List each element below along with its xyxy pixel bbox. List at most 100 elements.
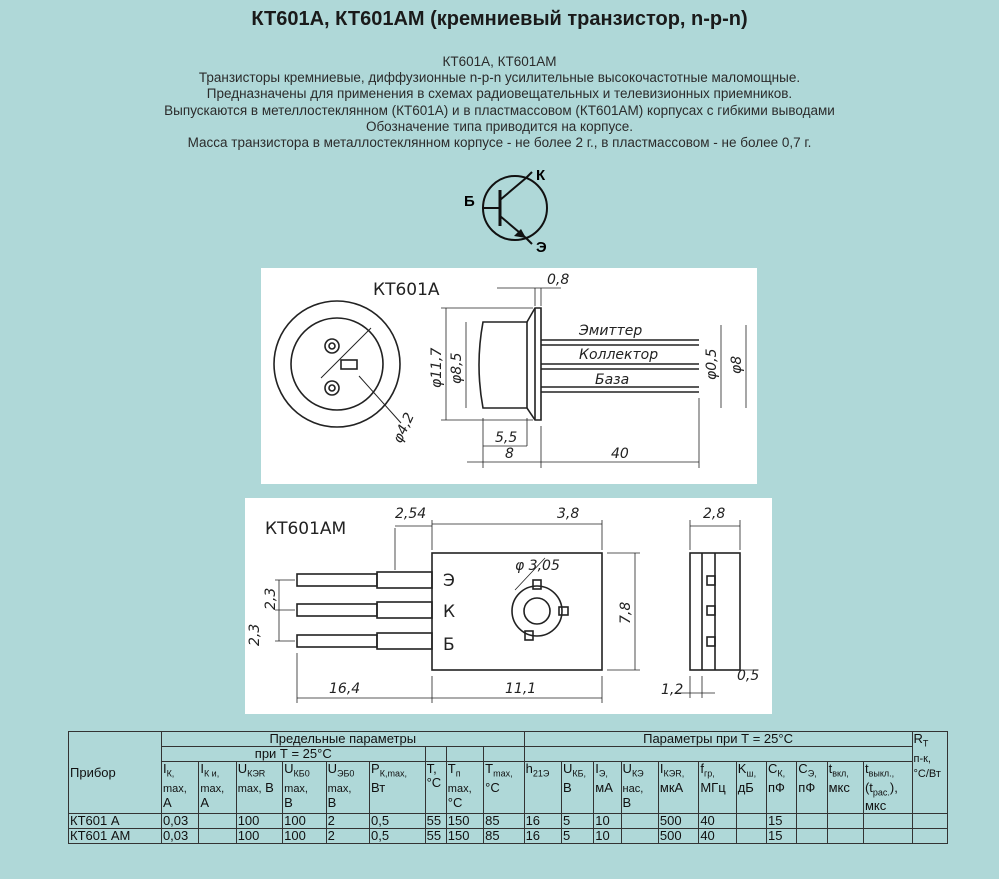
dim-l40: 40 — [611, 446, 629, 462]
description-line: Транзисторы кремниевые, диффузионные n-p… — [198, 70, 801, 86]
col-h21: h21Э — [523, 760, 562, 815]
dim-164: 16,4 — [329, 681, 360, 697]
description-line: Масса транзистора в металлостеклянном ко… — [187, 135, 812, 151]
header-rt-symbol: R — [913, 731, 923, 746]
dim-28: 2,8 — [703, 506, 725, 522]
dim-12: 1,2 — [661, 682, 683, 698]
description-line: Обозначение типа приводится на корпусе. — [365, 118, 634, 134]
dim-l8: 8 — [505, 446, 514, 462]
cell-pk: 0,5 — [369, 813, 426, 830]
dim-d85: φ8,5 — [449, 352, 465, 384]
table-row: КТ601 АМ 0,03 100 100 2 0,5 55 150 85 16… — [68, 828, 948, 845]
cell-ce — [796, 813, 828, 830]
dim-l55: 5,5 — [495, 430, 517, 446]
cell-iki — [198, 828, 237, 845]
cell-uke — [620, 828, 659, 845]
cell-tvkl — [826, 813, 864, 830]
cell-ie: 10 — [593, 813, 622, 830]
pin-label-b: Б — [443, 635, 455, 655]
cell-rt — [911, 828, 948, 845]
cell-fgr: 40 — [698, 813, 737, 830]
col-ikeR: IКЭR,мкА — [657, 760, 700, 815]
col-ksh: Kш,дБ — [735, 760, 768, 815]
header-rt-sub: T — [922, 738, 929, 749]
case-side-view — [675, 520, 755, 698]
dim-254: 2,54 — [395, 506, 426, 522]
drawing-title: КТ601А — [373, 280, 440, 300]
table-row: КТ601 А 0,03 100 100 2 0,5 55 150 85 16 … — [68, 813, 948, 830]
cell-ukeR: 100 — [235, 828, 284, 845]
col-ik: IК,max,А — [160, 760, 200, 815]
cell-t: 55 — [424, 813, 447, 830]
col-tmax: Tmax,°C — [483, 760, 525, 815]
cell-t: 55 — [424, 828, 447, 845]
pin-label-base: База — [595, 372, 629, 388]
cell-h21: 16 — [523, 828, 562, 845]
cell-rt — [911, 813, 948, 830]
cell-ksh — [735, 828, 768, 845]
cell-ukb0: 100 — [282, 828, 327, 845]
cell-ukb: 5 — [560, 813, 595, 830]
cell-h21: 16 — [523, 813, 562, 830]
cell-ikeR: 500 — [657, 813, 700, 830]
dim-d05: φ0,5 — [704, 348, 720, 380]
cell-ck: 15 — [765, 828, 798, 845]
cell-ie: 10 — [593, 828, 622, 845]
page-title: КТ601А, КТ601АМ (кремниевый транзистор, … — [251, 8, 748, 30]
symbol-label-emitter: Э — [536, 239, 547, 255]
cell-iki — [198, 813, 237, 830]
pin-label-emitter: Эмиттер — [578, 323, 642, 339]
dim-d117: φ11,7 — [429, 348, 445, 389]
cell-fgr: 40 — [698, 828, 737, 845]
col-ukb: UКБ,В — [560, 760, 595, 815]
col-pk: PК,max,Вт — [369, 760, 426, 815]
drawing-kt601am: КТ601АМ — [245, 498, 772, 714]
cell-ueb0: 2 — [325, 813, 371, 830]
description: КТ601А, КТ601АМ Транзисторы кремниевые, … — [0, 54, 999, 151]
dim-05: 0,5 — [737, 668, 759, 684]
col-ce: CЭ,пФ — [796, 760, 828, 815]
cell-tp: 150 — [445, 813, 485, 830]
header-params-25c: Параметры при Т = 25°C — [523, 731, 913, 747]
cell-ueb0: 2 — [325, 828, 371, 845]
dim-305: φ 3,05 — [515, 558, 560, 574]
dim-38: 3,8 — [557, 506, 579, 522]
cell-tvkl — [826, 828, 864, 845]
cell-uke — [620, 813, 659, 830]
header-limit-sub: при Т = 25°C — [160, 746, 426, 762]
description-line: Предназначены для применения в схемах ра… — [206, 86, 793, 102]
cell-tvykl — [862, 828, 913, 845]
col-tvkl: tвкл,мкс — [826, 760, 864, 815]
col-fgr: fгр,МГц — [698, 760, 737, 815]
cell-device: КТ601 А — [68, 813, 162, 830]
cell-ukb: 5 — [560, 828, 595, 845]
pin-label-e: Э — [443, 571, 455, 591]
symbol-label-base: Б — [464, 193, 475, 210]
cell-ik: 0,03 — [160, 813, 200, 830]
header-device: Прибор — [68, 730, 162, 815]
dim-d8: φ8 — [729, 356, 745, 374]
cell-tmax: 85 — [483, 828, 525, 845]
col-t: T,°C — [424, 760, 447, 815]
header-rt-rest: п-к,°C/Вт — [913, 752, 941, 780]
transistor-symbol: К Б Э — [464, 167, 548, 255]
cell-tvykl — [862, 813, 913, 830]
drawing-kt601a: КТ601А φ4,2 — [261, 268, 757, 484]
cell-ce — [796, 828, 828, 845]
dim-23b: 2,3 — [247, 624, 263, 646]
cell-ksh — [735, 813, 768, 830]
pin-label-k: К — [443, 602, 455, 622]
parameters-table: Прибор Предельные параметры Параметры пр… — [68, 730, 948, 845]
pin-label-collector: Коллектор — [579, 347, 658, 363]
front-view — [273, 300, 402, 428]
col-iki: IК и,max,А — [198, 760, 237, 815]
dim-d08: 0,8 — [547, 272, 569, 288]
cell-pk: 0,5 — [369, 828, 426, 845]
cell-tmax: 85 — [483, 813, 525, 830]
dim-111: 11,1 — [505, 681, 536, 697]
